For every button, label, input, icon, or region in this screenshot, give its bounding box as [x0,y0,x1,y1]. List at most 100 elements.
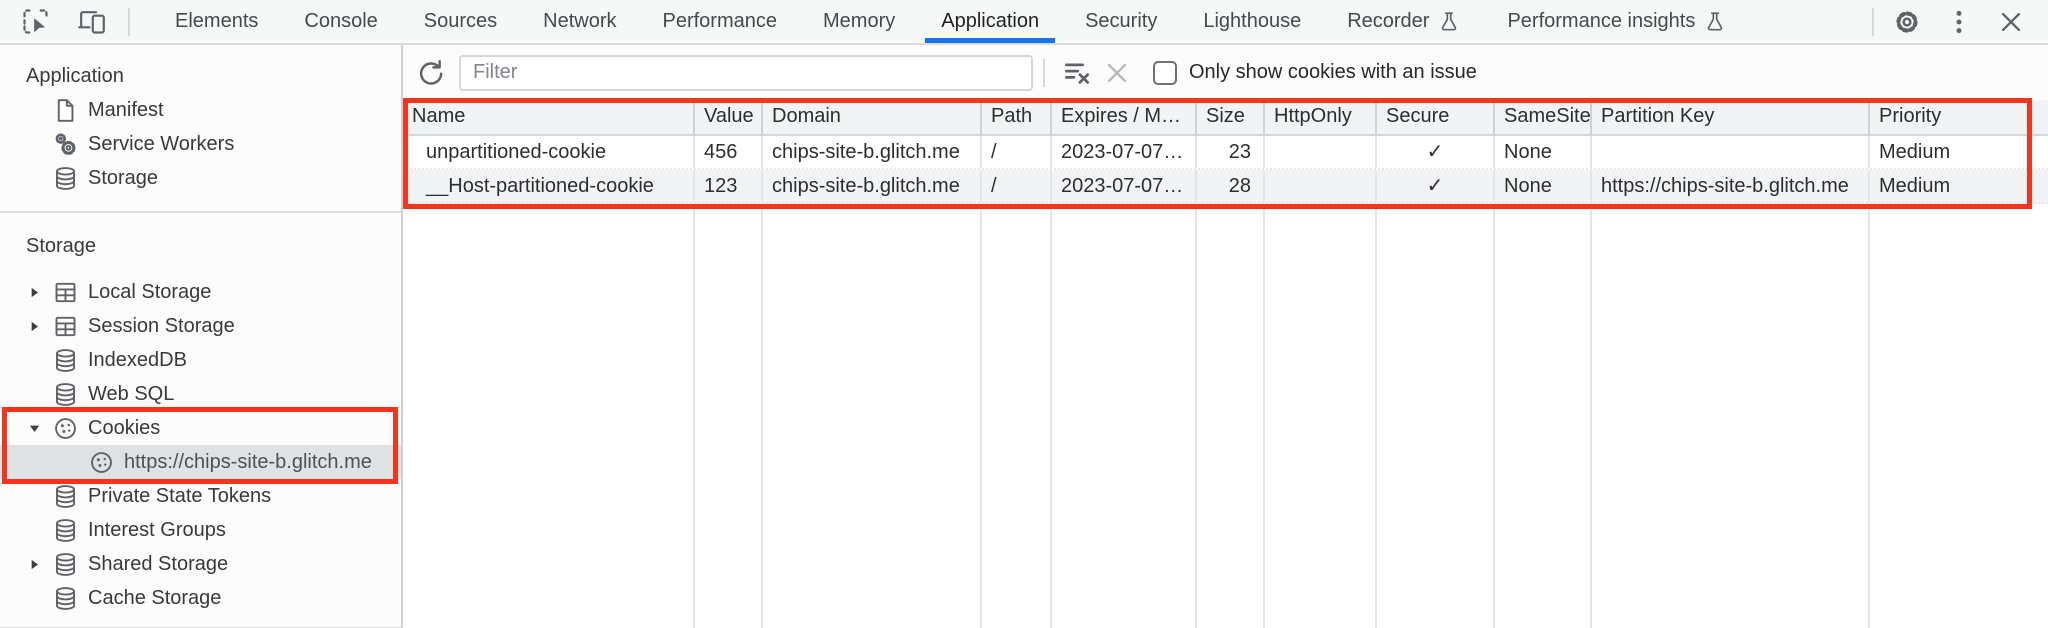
expand-arrow[interactable] [26,309,52,343]
table-icon [52,313,79,340]
column-header-path[interactable]: Path [982,100,1052,134]
cell-domain: chips-site-b.glitch.me [763,170,982,202]
cookie-icon [88,449,115,476]
devtools-tabbar: Elements Console Sources Network Perform… [0,0,2048,45]
sidebar-item-shared-storage[interactable]: Shared Storage [0,547,401,581]
column-header-samesite[interactable]: SameSite [1495,100,1592,134]
tab-performance-insights[interactable]: Performance insights [1484,0,1750,43]
table-empty-area [403,204,2048,628]
sidebar-item-cookie-origin[interactable]: https://chips-site-b.glitch.me [0,445,401,479]
tab-sources[interactable]: Sources [423,10,498,32]
service-workers-icon [52,131,79,158]
sidebar-item-session-storage[interactable]: Session Storage [0,309,401,343]
tab-label: Performance insights [1507,10,1696,32]
close-devtools-button[interactable] [1992,3,2030,41]
sidebar-section-title-storage: Storage [26,235,97,257]
cell-domain: chips-site-b.glitch.me [763,136,982,168]
only-issue-label[interactable]: Only show cookies with an issue [1189,61,1477,83]
settings-button[interactable] [1888,3,1926,41]
column-header-httponly[interactable]: HttpOnly [1265,100,1377,134]
cell-samesite: None [1495,170,1592,202]
cell-expires: 2023-07-07… [1052,170,1197,202]
expand-arrow[interactable] [26,547,52,581]
sidebar-item-label: Cache Storage [88,586,222,609]
collapse-arrow[interactable] [26,411,52,445]
database-icon [52,347,79,374]
column-header-expires[interactable]: Expires / M… [1052,100,1197,134]
sidebar-item-web-sql[interactable]: Web SQL [0,377,401,411]
database-icon [52,585,79,612]
column-header-priority[interactable]: Priority [1879,105,1942,127]
column-header-secure[interactable]: Secure [1377,100,1495,134]
cookies-pane: Only show cookies with an issue Name Val… [403,45,2048,628]
sidebar-item-private-state-tokens[interactable]: Private State Tokens [0,479,401,513]
cell-size: 28 [1197,170,1265,202]
arrow-spacer [26,343,52,377]
clear-filter-button[interactable] [1057,53,1097,93]
sidebar-item-label: Interest Groups [88,518,226,541]
database-icon [52,381,79,408]
tabbar-left-icons [0,0,130,43]
settings-gear-icon [1892,7,1922,37]
cell-size: 23 [1197,136,1265,168]
only-issue-checkbox[interactable] [1153,60,1177,85]
chevron-right-icon [26,556,43,573]
expand-arrow[interactable] [26,275,52,309]
column-header-value[interactable]: Value [695,100,763,134]
sidebar-section-title-application: Application [26,65,124,87]
sidebar-item-local-storage[interactable]: Local Storage [0,275,401,309]
tab-performance[interactable]: Performance [662,10,778,32]
sidebar-item-indexeddb[interactable]: IndexedDB [0,343,401,377]
sidebar-item-storage[interactable]: Storage [0,161,401,195]
inspect-element-button[interactable] [16,3,54,41]
more-options-button[interactable] [1940,3,1978,41]
sidebar-item-manifest[interactable]: Manifest [0,93,401,127]
cell-samesite: None [1495,136,1592,168]
cell-priority: Medium [1879,175,1951,197]
database-icon [52,551,79,578]
tab-elements[interactable]: Elements [175,10,259,32]
cookie-row-host-partitioned[interactable]: __Host-partitioned-cookie 123 chips-site… [403,170,2048,204]
sidebar-item-cache-storage[interactable]: Cache Storage [0,581,401,615]
tab-application[interactable]: Application [918,0,1062,43]
tab-console[interactable]: Console [304,10,378,32]
close-icon [1997,8,2025,36]
column-header-size[interactable]: Size [1197,100,1265,134]
toolbar-divider [1043,58,1045,87]
refresh-button[interactable] [411,53,451,93]
sidebar-separator [0,211,401,213]
tab-lighthouse[interactable]: Lighthouse [1203,10,1302,32]
cell-value: 456 [695,136,763,168]
sidebar-item-label: Cookies [88,416,161,439]
tab-security[interactable]: Security [1085,10,1158,32]
column-header-name[interactable]: Name [403,100,695,134]
cell-secure: ✓ [1377,136,1495,168]
sidebar-item-label: Manifest [88,98,164,121]
column-header-domain[interactable]: Domain [763,100,982,134]
cookies-toolbar: Only show cookies with an issue [403,45,2048,100]
arrow-spacer [26,161,52,195]
sidebar-item-service-workers[interactable]: Service Workers [0,127,401,161]
clear-filter-icon [1062,58,1092,88]
panel-tabs: Elements Console Sources Network Perform… [152,0,1750,43]
sidebar-item-cookies[interactable]: Cookies [0,411,401,445]
clear-button[interactable] [1097,53,1137,93]
sidebar-item-interest-groups[interactable]: Interest Groups [0,513,401,547]
toggle-device-toolbar-button[interactable] [72,3,110,41]
filter-input[interactable] [459,54,1033,91]
tab-memory[interactable]: Memory [823,10,896,32]
cookie-row-unpartitioned[interactable]: unpartitioned-cookie 456 chips-site-b.gl… [403,136,2048,170]
arrow-spacer [26,377,52,411]
tab-recorder[interactable]: Recorder [1324,0,1484,43]
sidebar-item-label: Shared Storage [88,552,229,575]
sidebar-item-label: Web SQL [88,382,175,405]
sidebar-item-label: Private State Tokens [88,484,272,507]
tab-network[interactable]: Network [543,10,617,32]
cell-httponly [1265,170,1377,202]
sidebar-item-label: Session Storage [88,314,235,337]
column-header-partition-key[interactable]: Partition Key [1592,100,1870,134]
arrow-spacer [26,127,52,161]
cell-expires: 2023-07-07… [1052,136,1197,168]
sidebar-item-label: Local Storage [88,280,212,303]
